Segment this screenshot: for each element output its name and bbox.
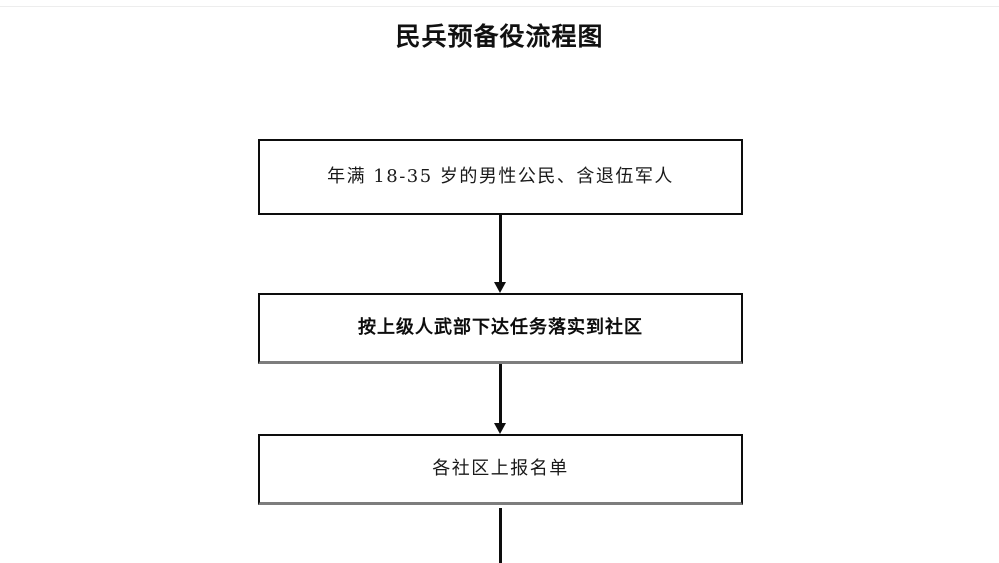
- flow-node-3[interactable]: 各社区上报名单: [258, 434, 743, 505]
- connector-node3-continues: [499, 508, 502, 563]
- flow-node-2-label: 按上级人武部下达任务落实到社区: [358, 317, 643, 338]
- flow-node-1-label: 年满 18-35 岁的男性公民、含退伍军人: [327, 166, 674, 187]
- arrow-down-icon: [494, 282, 506, 293]
- arrow-down-icon: [494, 423, 506, 434]
- flow-node-3-label: 各社区上报名单: [432, 458, 569, 479]
- page-title: 民兵预备役流程图: [395, 22, 604, 51]
- page-top-rule: [0, 6, 999, 7]
- flow-node-1[interactable]: 年满 18-35 岁的男性公民、含退伍军人: [258, 139, 743, 215]
- connector-node1-to-node2: [499, 215, 502, 285]
- connector-node2-to-node3: [499, 364, 502, 426]
- flow-node-2[interactable]: 按上级人武部下达任务落实到社区: [258, 293, 743, 364]
